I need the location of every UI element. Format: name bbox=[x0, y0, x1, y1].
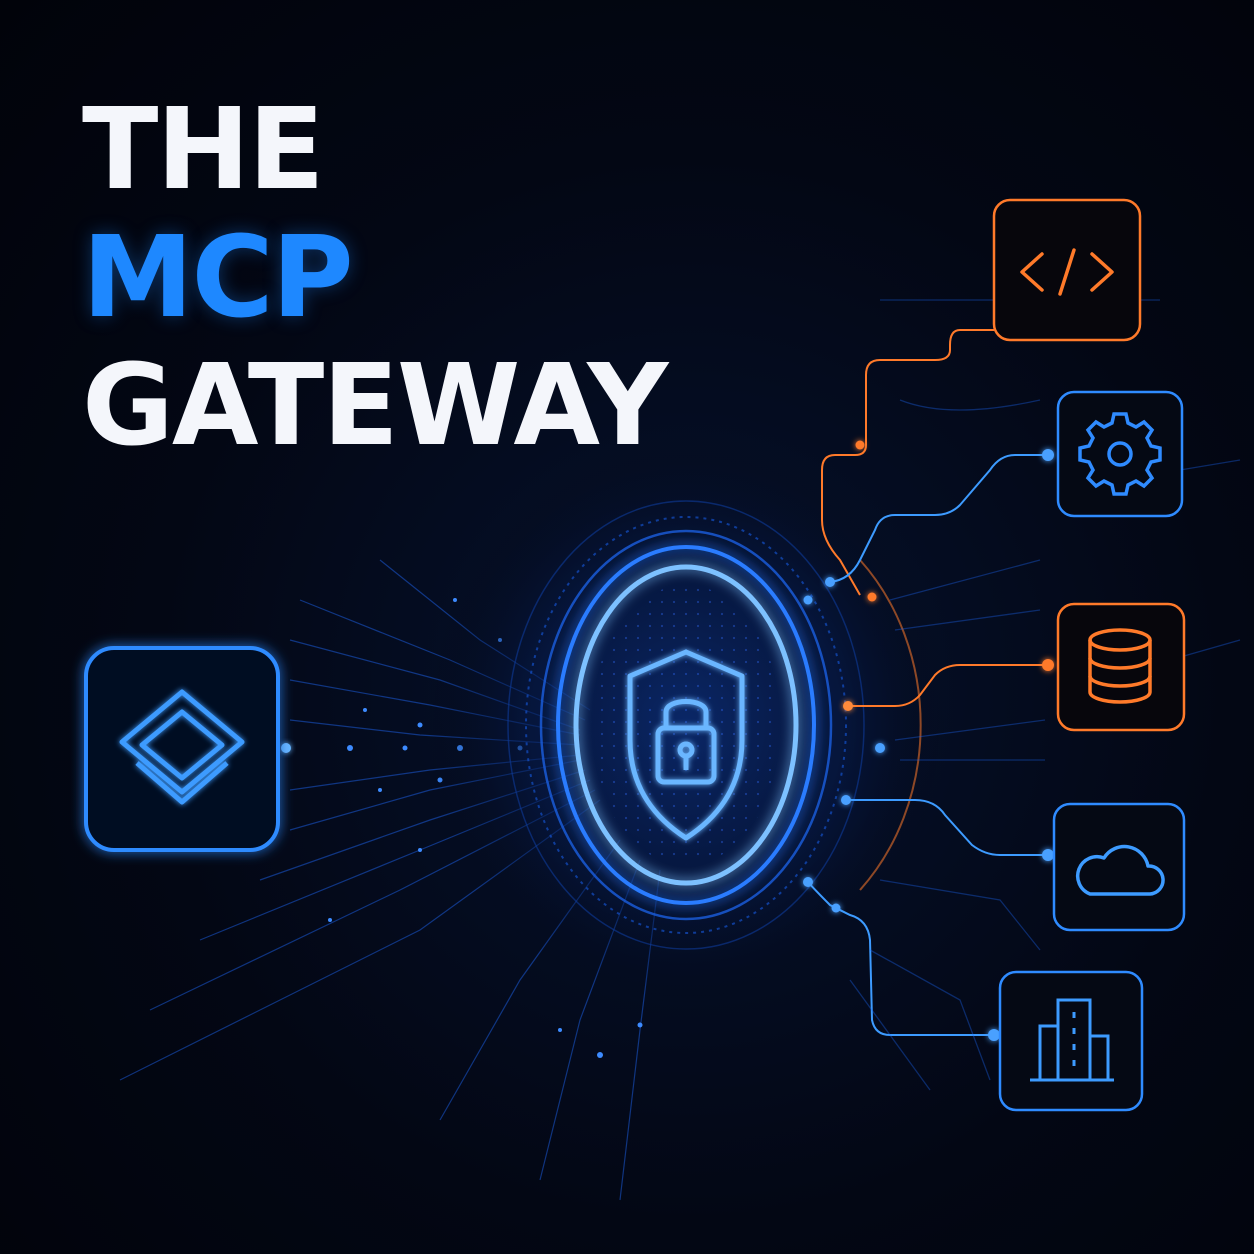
settings-tool-box bbox=[1056, 390, 1184, 518]
cloud-tool-box bbox=[1052, 802, 1186, 932]
right-connector-lines bbox=[807, 329, 1048, 1036]
gear-icon bbox=[1078, 412, 1162, 496]
headline-line-gateway: GATEWAY bbox=[82, 341, 668, 471]
code-tool-box bbox=[992, 198, 1142, 342]
headline: THE MCP GATEWAY bbox=[82, 85, 668, 471]
client-box bbox=[84, 646, 280, 852]
database-tool-box bbox=[1056, 602, 1186, 732]
headline-line-mcp: MCP bbox=[82, 213, 354, 343]
code-icon bbox=[1020, 248, 1114, 296]
connector-nodes bbox=[803, 440, 1054, 1041]
headline-line-the: THE bbox=[82, 85, 325, 215]
shield-lock-icon bbox=[627, 649, 745, 841]
building-icon bbox=[1030, 998, 1114, 1082]
gateway-rings bbox=[507, 500, 922, 950]
cloud-icon bbox=[1076, 844, 1165, 896]
layered-diamond-icon bbox=[119, 689, 245, 805]
database-icon bbox=[1088, 628, 1152, 704]
enterprise-tool-box bbox=[998, 970, 1144, 1112]
